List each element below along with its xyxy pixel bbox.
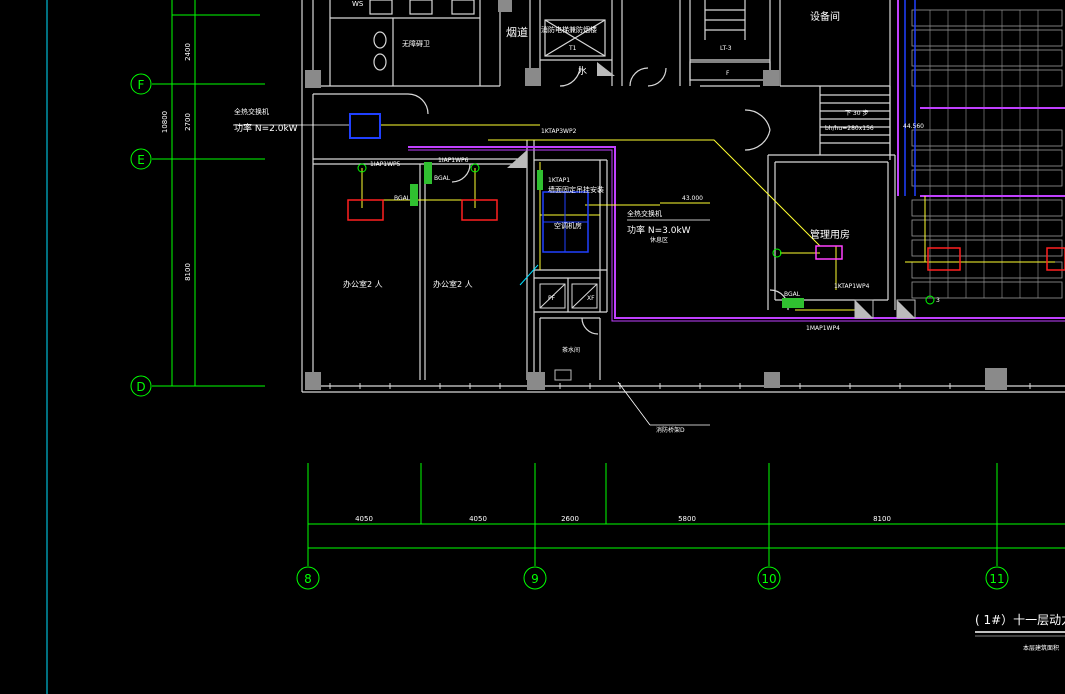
tag-kt: 1KTAP3WP2 <box>541 128 577 135</box>
room-equipment: 设备间 <box>810 10 840 23</box>
structural-columns <box>305 0 1007 390</box>
grid-label-8: 8 <box>304 572 312 586</box>
room-ws: WS <box>352 0 364 8</box>
cyan-leader <box>519 264 539 286</box>
bgal-3: BGAL <box>784 291 801 298</box>
tag-ap6: 1IAP1WP6 <box>438 157 469 164</box>
dimension-texts: 4050 4050 2600 5800 8100 2400 2700 8100 … <box>161 43 891 523</box>
cable-tray-inner <box>408 149 1065 322</box>
grid-labels: F E D 8 9 10 11 <box>136 78 1004 586</box>
num-3: 3 <box>936 297 940 304</box>
dim-total: 10800 <box>161 111 169 133</box>
fire-cable-note: 消防桥架D <box>656 426 685 434</box>
fan-unit-1-label: 全热交换机 <box>234 107 269 116</box>
grid-axes <box>152 0 1065 566</box>
tag-kt1: 1KTAP1 <box>548 177 570 184</box>
rest-area-label: 休息区 <box>650 236 668 244</box>
room-water-mark: 水 <box>578 65 587 77</box>
dim-9-9b: 2600 <box>561 515 579 523</box>
room-office-right: 办公室2 人 <box>433 279 473 289</box>
ceiling-note: 墙面固定吊挂安装 <box>548 185 604 194</box>
wiring <box>361 124 1055 311</box>
annotations: 全热交换机 功率 N=2.0kW 全热交换机 功率 N=3.0kW 休息区 1K… <box>234 107 940 434</box>
grid-label-9: 9 <box>531 572 539 586</box>
room-xf: XF <box>587 295 595 302</box>
tag-ap5: 1IAP1WP5 <box>370 161 401 168</box>
room-water: 茶水间 <box>562 346 580 354</box>
grid-label-e: E <box>137 153 145 167</box>
bgal-1: BGAL <box>394 195 411 202</box>
stair-down: 下 30 步 <box>845 109 868 117</box>
elevation-2: 44.560 <box>903 123 924 130</box>
grid-label-f: F <box>138 78 145 92</box>
dim-row-1: 2400 <box>184 43 192 61</box>
title-block: ( 1#）十一层动力平面 本层建筑面积 <box>975 613 1065 652</box>
room-pf: PF <box>548 295 556 302</box>
room-barrier-free-wc: 无障碍卫 <box>402 39 430 48</box>
bhh-note: bh/hu=280x156 <box>825 125 874 132</box>
dim-row-3: 8100 <box>184 263 192 281</box>
equipment <box>347 62 1065 381</box>
fan-unit-2-label: 全热交换机 <box>627 209 662 218</box>
dim-8-9a: 4050 <box>355 515 373 523</box>
room-labels: WS 无障碍卫 烟道 消防电梯兼防烟楼 T1 水 LT-3 F 设备间 办公室2… <box>343 0 868 354</box>
dim-row-2: 2700 <box>184 113 192 131</box>
grid-label-11: 11 <box>989 572 1004 586</box>
tag-map: 1MAP1WP4 <box>806 325 840 332</box>
dim-10-11: 8100 <box>873 515 891 523</box>
cable-tray <box>408 0 1065 319</box>
bgal-2: BGAL <box>434 175 451 182</box>
grid-bubbles <box>130 73 1009 590</box>
room-fire-elevator: 消防电梯兼防烟楼 <box>541 25 597 34</box>
window-marks <box>329 383 1031 389</box>
blue-risers <box>904 0 916 196</box>
elevation-1: 43.000 <box>682 195 703 202</box>
room-office-left: 办公室2 人 <box>343 279 383 289</box>
room-f-mark: F <box>726 70 730 77</box>
tag-kt4: 1KTAP1WP4 <box>834 283 870 290</box>
auditorium-seating <box>911 9 1063 299</box>
room-lt3: LT-3 <box>720 45 732 52</box>
drawing-subtitle: 本层建筑面积 <box>1023 644 1059 652</box>
room-t1: T1 <box>568 45 577 52</box>
room-flue: 烟道 <box>506 25 528 39</box>
room-ac: 空调机房 <box>554 221 582 230</box>
dim-9b-10: 5800 <box>678 515 696 523</box>
grid-label-d: D <box>136 380 145 394</box>
drawing-title: ( 1#）十一层动力平面 <box>975 613 1065 627</box>
seat-dividers <box>929 10 1039 298</box>
room-management: 管理用房 <box>810 228 850 241</box>
dim-9a-9: 4050 <box>469 515 487 523</box>
fan-unit-2-power: 功率 N=3.0kW <box>627 224 691 236</box>
grid-label-10: 10 <box>761 572 776 586</box>
fan-unit-1-power: 功率 N=2.0kW <box>234 122 298 134</box>
leader-lines <box>233 124 710 426</box>
